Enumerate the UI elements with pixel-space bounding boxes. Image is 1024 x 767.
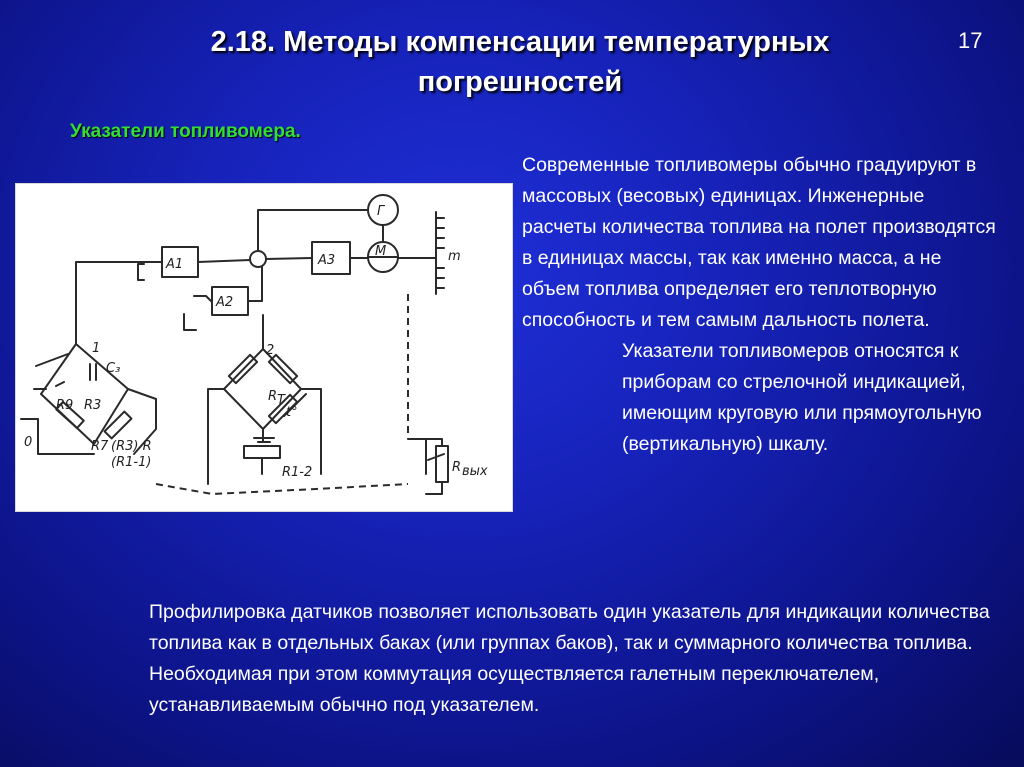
wire-a2-sum	[247, 266, 263, 302]
label-r12: R1-2	[282, 465, 312, 480]
bridge-1	[40, 343, 129, 445]
bridge1-ground	[20, 418, 95, 455]
summing-node	[249, 250, 267, 268]
bridge2-left-wire	[207, 388, 225, 485]
bridge2-right-wire	[300, 388, 322, 475]
slide-title: 2.18. Методы компенсации температурных п…	[110, 22, 930, 102]
bottom-text-block: Профилировка датчиков позволяет использо…	[44, 597, 1014, 721]
label-r9: R9	[56, 398, 73, 413]
label-rt: R	[268, 389, 277, 404]
bottom-paragraph: Профилировка датчиков позволяет использо…	[149, 601, 990, 716]
dashed-link-bottom	[155, 483, 409, 496]
label-rvyx-sub: вых	[462, 464, 488, 479]
label-t: t°	[286, 405, 298, 420]
wire-a1-left	[75, 261, 163, 345]
right-paragraph-1: Современные топливомеры обычно градуирую…	[522, 154, 996, 331]
wire-a1-sum	[197, 259, 251, 263]
label-rt-sub: T	[277, 393, 286, 408]
slide-subtitle: Указатели топливомера.	[70, 121, 301, 142]
label-r3: R3	[84, 398, 101, 413]
a2-input-wire	[193, 295, 213, 303]
ground-a1	[137, 263, 145, 281]
resistor-rvyx	[435, 445, 449, 483]
label-a2: A2	[215, 295, 233, 310]
slide-title-line2: погрешностей	[417, 66, 623, 98]
wire-sum-a3	[265, 257, 313, 260]
slide-title-line1: 2.18. Методы компенсации температурных	[210, 26, 830, 58]
rvyx-wire	[407, 438, 427, 475]
label-rvyx: R	[452, 460, 461, 475]
label-a1: A1	[165, 257, 183, 272]
label-c: C₃	[106, 361, 120, 376]
label-r11: (R1-1)	[111, 455, 151, 470]
circuit-diagram-svg: A1 A2 A3 Г M m 1 2 C₃ R9 R3 R7 (R3) R (R…	[20, 194, 488, 496]
resistor-rx	[103, 410, 133, 440]
label-1: 1	[92, 341, 100, 356]
label-g: Г	[377, 204, 386, 219]
resistor-r7	[55, 400, 85, 430]
right-text-block: Современные топливомеры обычно градуирую…	[522, 150, 1002, 460]
circuit-diagram: A1 A2 A3 Г M m 1 2 C₃ R9 R3 R7 (R3) R (R…	[15, 183, 513, 512]
wire-generator-feedback	[257, 209, 369, 252]
right-paragraph-2: Указатели топливомеров относятся к прибо…	[622, 340, 982, 455]
label-r7: R7	[91, 439, 109, 454]
capacitor-arrow	[35, 353, 69, 367]
label-rx: (R3) R	[111, 439, 152, 454]
label-scale-m: m	[448, 249, 461, 264]
rt-arrow	[283, 393, 307, 417]
resistor-bridge2-b	[267, 353, 299, 385]
label-a3: A3	[317, 253, 335, 268]
label-2: 2	[266, 343, 274, 358]
label-m: M	[375, 244, 386, 259]
resistor-bridge2-a	[227, 353, 259, 385]
label-zero: 0	[24, 435, 32, 450]
bridge1-return	[133, 398, 157, 455]
page-number: 17	[958, 28, 983, 53]
bridge1-output	[127, 388, 157, 400]
resistor-r1-2	[243, 445, 281, 459]
ground-a2	[183, 313, 197, 331]
